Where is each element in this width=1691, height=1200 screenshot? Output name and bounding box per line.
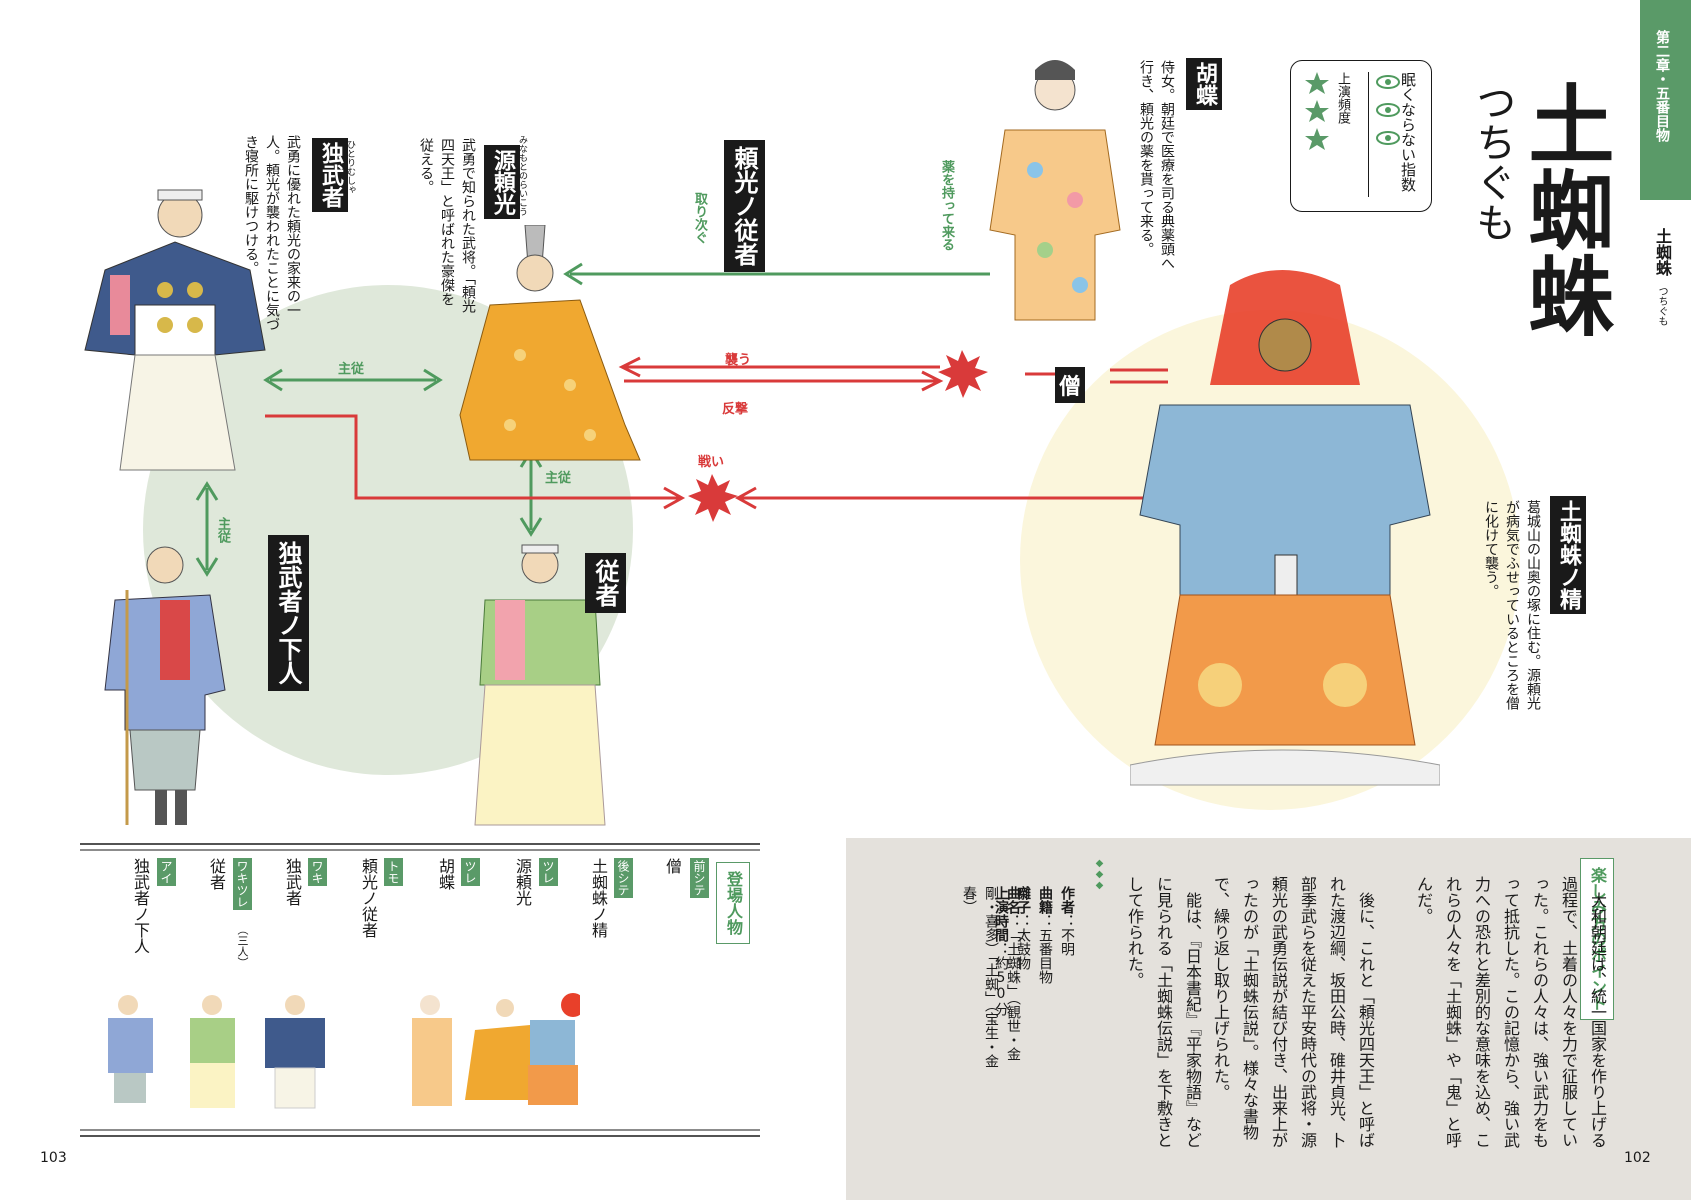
- cast-name-4: 頼光ノ従者: [359, 858, 378, 938]
- hitorimusha-desc: 武勇に優れた頼光の家来の一人。頼光が襲われたことに気づき寝所に駆けつける。: [243, 135, 301, 331]
- rel-torutsugu: 取り次ぐ: [692, 192, 707, 244]
- rel-osou: 襲う: [725, 353, 752, 368]
- info-row-0: 作者：不明: [1059, 886, 1075, 956]
- figure-follower: [474, 544, 606, 826]
- point-heading: 楽しみ方のポイント: [1580, 858, 1614, 1020]
- cast-role-6-note: （三人）: [236, 924, 249, 968]
- cast-name-6: 従者: [207, 858, 226, 890]
- kocho-name: 胡蝶: [1186, 58, 1222, 110]
- servant-name: 独武者ノ下人: [268, 535, 309, 691]
- chapter-tab: 第二章・五番目物: [1654, 30, 1670, 142]
- raiko-desc: 武勇で知られた武将。「頼光四天王」と呼ばれた豪傑を従える。: [418, 138, 476, 313]
- rel-shujuu-a: 主従: [338, 362, 365, 377]
- figure-tsuchigumo: [1130, 270, 1440, 786]
- hitorimusha-ruby: ひとりむしゃ: [345, 140, 355, 194]
- rating-icons: [1305, 72, 1400, 150]
- figure-kocho: [989, 60, 1121, 321]
- eye-icon: [1376, 131, 1400, 145]
- info-label: 曲籍: [1037, 886, 1053, 914]
- left-page-number: 103: [40, 1150, 67, 1166]
- rating-sleep-label: 眠くならない指数: [1399, 72, 1417, 192]
- follower-name: 従者: [585, 553, 626, 613]
- rating-freq-label: 上演頻度: [1335, 72, 1350, 124]
- info-bullet: ◆◆◆: [1094, 858, 1105, 891]
- cast-name-0: 僧: [663, 858, 682, 874]
- rel-hangeki: 反撃: [722, 402, 749, 417]
- kocho-desc: 侍女。朝廷で医療を司る典薬頭へ行き、頼光の薬を貰って来る。: [1138, 60, 1175, 270]
- cast-name-7: 独武者ノ下人: [131, 858, 150, 954]
- cast-role-1: 後シテ: [614, 858, 633, 898]
- cast-role-4: トモ: [384, 858, 403, 886]
- running-title-kana: つちぐも: [1656, 286, 1667, 326]
- rel-shujuu-c: 主従: [215, 517, 230, 543]
- cast-role-3: ツレ: [461, 858, 480, 886]
- cast-name-5: 独武者: [283, 858, 302, 906]
- cast-role-5: ワキ: [308, 858, 327, 886]
- chapter-tab-bg: [1640, 0, 1691, 200]
- info-label: 曲名: [1005, 886, 1021, 914]
- raiko-follower-name: 頼光ノ従者: [724, 140, 765, 272]
- burst-attack: [938, 350, 988, 398]
- star-icon: [1305, 72, 1329, 94]
- rel-tatakai: 戦い: [698, 455, 725, 470]
- page-title-kana: つちぐも: [1469, 82, 1515, 242]
- figure-hitorimusha: [84, 189, 266, 471]
- cast-role-2: ツレ: [539, 858, 558, 886]
- info-row-4: 曲名：「土蜘蛛」（観世・金剛・喜多）「土蜘」（宝生・金春）: [961, 886, 1021, 1068]
- cast-role-6: ワキツレ: [233, 858, 252, 910]
- page-title: 土蜘蛛: [1513, 80, 1614, 338]
- hitorimusha-name: 独武者: [312, 138, 348, 212]
- info-value: 約50分: [993, 956, 1009, 1016]
- point-paragraph-0: 大和朝廷は、統一国家を作り上げる過程で、土着の人々を力で征服していった。これらの…: [1414, 876, 1607, 1148]
- cast-role-0: 前シテ: [690, 858, 709, 898]
- figure-servant: [104, 546, 226, 825]
- running-title: 土蜘蛛: [1653, 228, 1672, 276]
- point-paragraph-2: 能は、『日本書紀』『平家物語』などに見られる「土蜘蛛伝説」を下敷きとして作られた…: [1125, 876, 1202, 1148]
- info-row-3: 上演時間：約50分: [993, 886, 1009, 1016]
- info-value: 「土蜘蛛」（観世・金剛・喜多）「土蜘」（宝生・金春）: [961, 886, 1021, 1068]
- figure-raiko: [459, 225, 641, 461]
- info-value: 五番目物: [1037, 928, 1053, 984]
- eye-icon: [1376, 75, 1400, 89]
- raiko-ruby: みなもとのらいこう: [517, 135, 527, 216]
- info-value: 太鼓物: [1015, 928, 1031, 970]
- rel-shujuu-b: 主従: [545, 471, 572, 486]
- star-icon: [1305, 100, 1329, 122]
- info-row-2: 囃子：太鼓物: [1015, 886, 1031, 970]
- point-paragraph-1: 後に、これと「頼光四天王」と呼ばれた渡辺綱、坂田公時、碓井貞光、卜部季武らを従え…: [1211, 876, 1375, 1148]
- cast-heading: 登場人物: [716, 862, 750, 944]
- cast-role-7: アイ: [157, 858, 176, 886]
- cast-thumbnails: [108, 993, 580, 1109]
- burst-battle: [688, 474, 738, 522]
- spider-name: 土蜘蛛ノ精: [1550, 496, 1586, 614]
- info-label: 囃子: [1015, 886, 1031, 914]
- so-name: 僧: [1055, 367, 1086, 403]
- rating-divider: [1368, 72, 1369, 197]
- info-label: 上演時間: [993, 886, 1009, 942]
- cast-name-1: 土蜘蛛ノ精: [589, 858, 608, 938]
- info-row-1: 曲籍：五番目物: [1037, 886, 1053, 984]
- point-panel-bg: [846, 838, 1691, 1200]
- raiko-name: 源頼光: [484, 145, 520, 219]
- info-value: 不明: [1059, 928, 1075, 956]
- cast-name-2: 源頼光: [513, 858, 532, 906]
- info-label: 作者: [1059, 886, 1075, 914]
- right-page-number: 102: [1624, 1150, 1651, 1166]
- rel-kusuri: 薬を持って来る: [939, 160, 954, 251]
- star-icon: [1305, 128, 1329, 150]
- eye-icon: [1376, 103, 1400, 117]
- cast-name-3: 胡蝶: [436, 858, 455, 890]
- spider-desc: 葛城山の山奥の塚に住む。源頼光が病気でふせっているところを僧に化けて襲う。: [1483, 500, 1541, 710]
